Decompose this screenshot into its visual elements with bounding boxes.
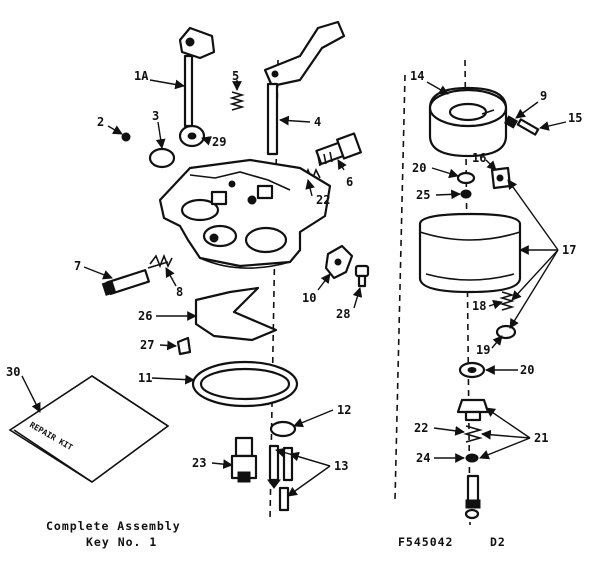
- repair-kit-30: REPAIR KIT: [8, 375, 170, 483]
- part-labels: 1A 2 3 29 5 4 6 22 7 8 10 28 26 27 11 12…: [6, 69, 582, 473]
- label-19: 19: [476, 343, 490, 357]
- main-jet-7: [101, 261, 169, 296]
- label-20-bottom: 20: [520, 363, 534, 377]
- label-8: 8: [176, 285, 183, 299]
- label-15: 15: [568, 111, 582, 125]
- valve-assembly-21: [456, 398, 490, 520]
- figure-suffix: D2: [490, 535, 506, 549]
- label-29: 29: [212, 135, 226, 149]
- caption-complete-assembly: Complete Assembly: [46, 519, 181, 533]
- label-3: 3: [152, 109, 159, 123]
- label-7: 7: [74, 259, 81, 273]
- label-23: 23: [192, 456, 206, 470]
- screw-28: [354, 264, 370, 288]
- label-1a: 1A: [134, 69, 149, 83]
- caption-key-no: Key No. 1: [86, 535, 157, 549]
- label-24: 24: [416, 451, 430, 465]
- label-27: 27: [140, 338, 154, 352]
- element-25: [460, 189, 472, 199]
- label-22-left: 22: [316, 193, 330, 207]
- label-6: 6: [346, 175, 353, 189]
- label-18: 18: [472, 299, 486, 313]
- label-26: 26: [138, 309, 152, 323]
- label-12: 12: [337, 403, 351, 417]
- label-22-right: 22: [414, 421, 428, 435]
- captions: Complete Assembly Key No. 1 F545042 D2: [46, 519, 506, 549]
- figure-code: F545042: [398, 535, 453, 549]
- needle-parts-13: [267, 444, 294, 512]
- washer-20-bottom: [458, 361, 486, 379]
- label-17: 17: [562, 243, 576, 257]
- gasket-11: [191, 360, 299, 408]
- label-4: 4: [314, 115, 321, 129]
- washer-3: [148, 147, 176, 169]
- carburetor-body: [158, 158, 332, 269]
- idle-screw-6: [315, 132, 362, 167]
- choke-shaft-4: [263, 20, 346, 156]
- spring-18: [499, 291, 515, 311]
- clip-19: [495, 324, 517, 340]
- bracket-10: [324, 244, 354, 280]
- bushing-29: [178, 124, 206, 148]
- label-2: 2: [97, 115, 104, 129]
- label-11: 11: [138, 371, 152, 385]
- leader-lines: [21, 79, 567, 497]
- washer-20-top: [456, 171, 476, 185]
- label-14: 14: [410, 69, 424, 83]
- spring-5: [229, 91, 245, 111]
- air-cleaner-body-14: [428, 86, 508, 158]
- clip-27: [176, 336, 192, 356]
- seat-12: [269, 420, 297, 438]
- label-21: 21: [534, 431, 548, 445]
- filter-element-17: [418, 212, 522, 294]
- label-10: 10: [302, 291, 316, 305]
- label-13: 13: [334, 459, 348, 473]
- repair-kit-text: REPAIR KIT: [28, 420, 74, 452]
- pin-9-15: [503, 115, 540, 136]
- label-30: 30: [6, 365, 20, 379]
- float-26: [194, 286, 278, 342]
- bowl-nut-23: [230, 436, 258, 483]
- label-5: 5: [232, 69, 239, 83]
- label-9: 9: [540, 89, 547, 103]
- label-16: 16: [472, 151, 486, 165]
- label-28: 28: [336, 307, 350, 321]
- label-25: 25: [416, 188, 430, 202]
- label-20-top: 20: [412, 161, 426, 175]
- spring-8: [149, 253, 173, 269]
- screw-2: [121, 132, 131, 142]
- throttle-shaft-1a: [178, 26, 216, 128]
- fitting-16: [490, 166, 512, 190]
